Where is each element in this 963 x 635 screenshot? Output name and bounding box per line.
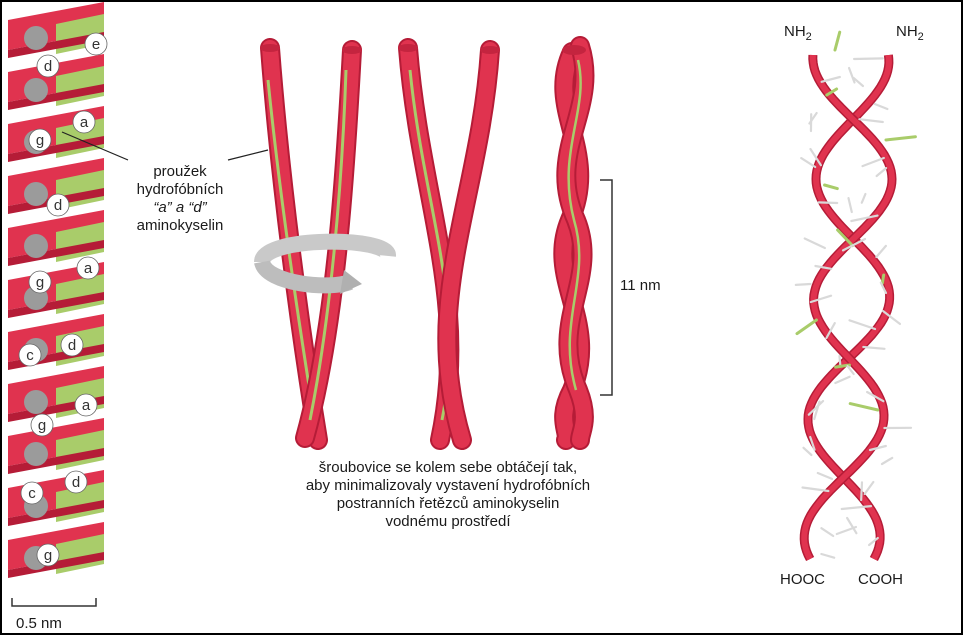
residue-label: a bbox=[84, 260, 93, 277]
nh2-right-label: NH bbox=[896, 23, 918, 40]
residue-label: g bbox=[36, 132, 44, 149]
caption-line-4: vodnému prostředí bbox=[385, 513, 511, 530]
residue-label: d bbox=[68, 337, 76, 354]
caption-line-1: šroubovice se kolem sebe obtáčejí tak, bbox=[319, 459, 577, 476]
nh2-left-label: NH bbox=[784, 23, 806, 40]
residue-label: d bbox=[72, 474, 80, 491]
scale-bar-label: 0.5 nm bbox=[16, 615, 62, 632]
nh2-left-subscript: 2 bbox=[806, 31, 812, 43]
residue-label: c bbox=[26, 347, 34, 364]
caption-line-2: aby minimalizovaly vystavení hydrofóbníc… bbox=[306, 477, 590, 494]
stripe-callout-line-4: aminokyselin bbox=[137, 217, 224, 234]
residue-label: g bbox=[44, 547, 52, 564]
stripe-callout-line-1: proužek bbox=[153, 163, 207, 180]
residue-label: d bbox=[54, 197, 62, 214]
residue-label: a bbox=[82, 397, 91, 414]
single-alpha-helix: e d a g d a g d c a g d c g bbox=[8, 2, 107, 578]
hooc-label: HOOC bbox=[780, 571, 825, 588]
residue-label: g bbox=[38, 417, 46, 434]
cooh-label: COOH bbox=[858, 571, 903, 588]
pitch-label: 11 nm bbox=[620, 277, 661, 294]
residue-label: a bbox=[80, 114, 89, 131]
caption-line-3: postranních řetězců aminokyselin bbox=[337, 495, 560, 512]
helix-pair-coiled bbox=[562, 45, 586, 440]
nh2-right-subscript: 2 bbox=[918, 31, 924, 43]
residue-label: c bbox=[28, 485, 36, 502]
residue-label: d bbox=[44, 58, 52, 75]
stripe-callout-line-2: hydrofóbních bbox=[137, 181, 224, 198]
residue-label: g bbox=[36, 274, 44, 291]
residue-label: e bbox=[92, 36, 100, 53]
stripe-callout-line-3: “a” a “d” bbox=[153, 199, 207, 216]
